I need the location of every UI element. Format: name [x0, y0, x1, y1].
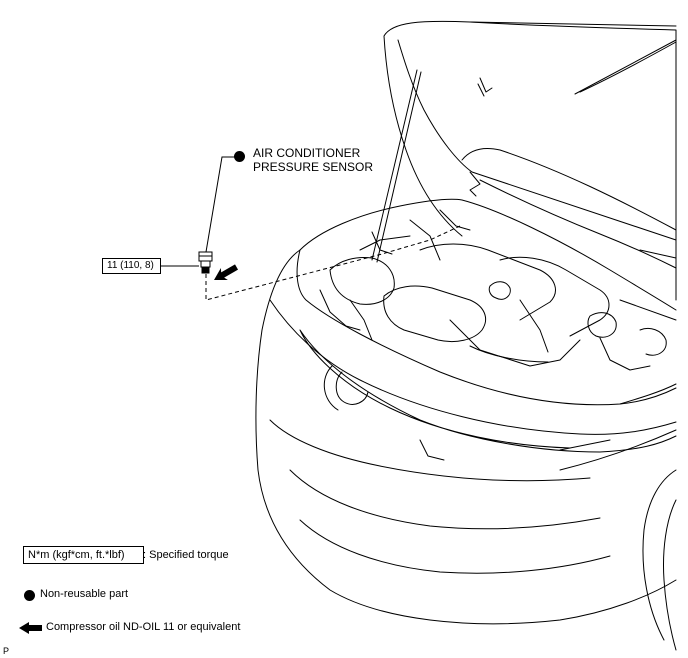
sensor-leader-line	[205, 156, 236, 253]
sensor-label-line1: AIR CONDITIONER	[253, 146, 361, 160]
front-fascia	[255, 249, 677, 625]
legend-torque-box: N*m (kgf*cm, ft.*lbf)	[23, 546, 144, 564]
hood-strut	[371, 69, 422, 263]
hood-outline	[383, 20, 677, 301]
corner-mark: P	[3, 646, 10, 656]
sensor-label-line2: PRESSURE SENSOR	[253, 160, 374, 174]
wheel-arch	[642, 469, 677, 641]
torque-value-box: 11 (110, 8)	[102, 258, 161, 274]
oil-arrow-icon	[214, 264, 239, 281]
install-dashed-line	[205, 225, 461, 301]
headlamp	[299, 329, 677, 453]
nonreusable-dot-icon	[234, 151, 245, 162]
legend-nonreusable-text: Non-reusable part	[40, 588, 129, 600]
legend-oil-text: Compressor oil ND-OIL 11 or equivalent	[46, 621, 241, 633]
pressure-sensor-part	[198, 251, 213, 274]
engine-bay-outline	[299, 198, 677, 311]
legend-torque-text: : Specified torque	[143, 549, 229, 561]
legend-nonreusable-dot-icon	[24, 590, 35, 601]
